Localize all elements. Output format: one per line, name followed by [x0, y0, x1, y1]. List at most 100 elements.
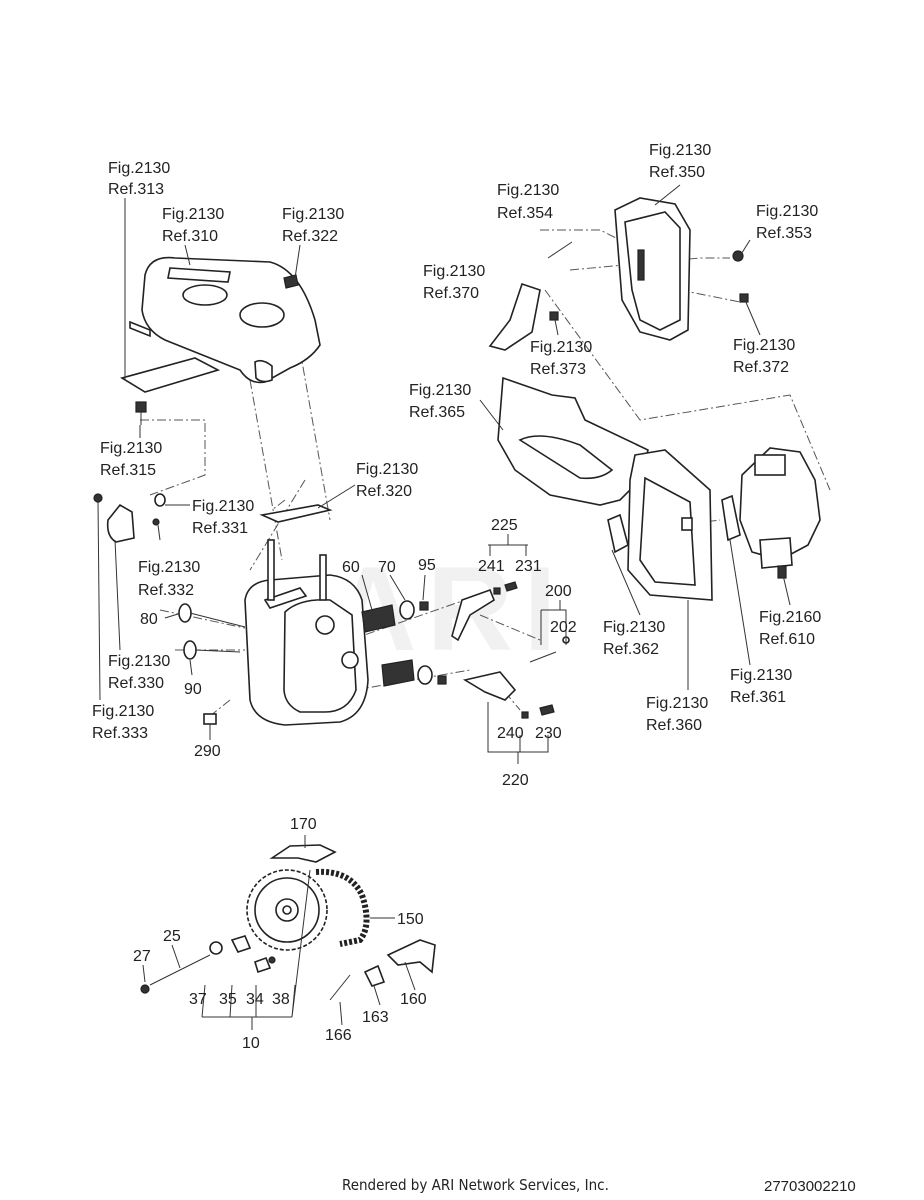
muffler-ref350: [614, 197, 691, 341]
ref-37: 37: [189, 991, 207, 1008]
ref-25: 25: [163, 928, 181, 945]
screw-ref372: [739, 293, 749, 303]
callout-ref331-ref: Ref.331: [192, 520, 248, 537]
valve-keeper-ref95: [419, 601, 447, 685]
blower-housing-ref310: [129, 256, 321, 384]
callout-ref370-fig: Fig.2130: [423, 263, 485, 280]
ref-220: 220: [502, 772, 529, 789]
callout-ref315-fig: Fig.2130: [100, 440, 162, 457]
screw-ref373: [549, 311, 559, 321]
leader-lines: [97, 184, 791, 1030]
cylinder-head: [244, 504, 369, 726]
screw-ref290: [203, 713, 217, 725]
callout-ref330-ref: Ref.330: [108, 675, 164, 692]
ref-95: 95: [418, 557, 436, 574]
valve-ref80: [178, 603, 246, 628]
ref-160: 160: [400, 991, 427, 1008]
screw-ref322: [283, 274, 299, 289]
ref-166: 166: [325, 1027, 352, 1044]
ref-170: 170: [290, 816, 317, 833]
pin-ref354: [547, 241, 573, 259]
ref-27: 27: [133, 948, 151, 965]
parts-ref37-35-34-38: [209, 935, 276, 974]
callout-ref361-fig: Fig.2130: [730, 667, 792, 684]
ref-70: 70: [378, 559, 396, 576]
callout-ref313-ref: Ref.313: [108, 181, 164, 198]
carburetor-ref610: [739, 447, 821, 579]
callout-ref360-fig: Fig.2130: [646, 695, 708, 712]
ref-90: 90: [184, 681, 202, 698]
callout-ref322-fig: Fig.2130: [282, 206, 344, 223]
callout-ref361-ref: Ref.361: [730, 689, 786, 706]
ref-34: 34: [246, 991, 264, 1008]
callout-ref373-ref: Ref.373: [530, 361, 586, 378]
callout-ref353-ref: Ref.353: [756, 225, 812, 242]
callout-ref331-fig: Fig.2130: [192, 498, 254, 515]
callout-ref333-fig: Fig.2130: [92, 703, 154, 720]
footer-document-id: 27703002210: [764, 1178, 856, 1195]
callout-ref365-fig: Fig.2130: [409, 382, 471, 399]
valve-spring-ref60: [361, 604, 415, 687]
ref-230: 230: [535, 725, 562, 742]
tensioner-ref160: [386, 939, 436, 974]
gasket-ref361: [721, 494, 741, 542]
callout-ref354-ref: Ref.354: [497, 205, 553, 222]
callout-ref310-ref: Ref.310: [162, 228, 218, 245]
ari-watermark: ARI: [330, 542, 567, 676]
callout-ref362-fig: Fig.2130: [603, 619, 665, 636]
callout-ref315-ref: Ref.315: [100, 462, 156, 479]
callout-ref332-fig: Fig.2130: [138, 559, 200, 576]
ref-150: 150: [397, 911, 424, 928]
rocker-arm-ref220: [462, 671, 555, 719]
rocker-arm-ref225: [451, 581, 518, 642]
callout-ref332-ref: Ref.332: [138, 582, 194, 599]
ref-60: 60: [342, 559, 360, 576]
callout-ref373-fig: Fig.2130: [530, 339, 592, 356]
callout-ref365-ref: Ref.365: [409, 404, 465, 421]
callout-ref372-fig: Fig.2130: [733, 337, 795, 354]
ref-163: 163: [362, 1009, 389, 1026]
nut-ref353: [732, 250, 744, 262]
callout-ref360-ref: Ref.360: [646, 717, 702, 734]
callouts: Fig.2130 Ref.313 Fig.2130 Ref.310 Fig.21…: [92, 142, 821, 1052]
ref-240: 240: [497, 725, 524, 742]
valve-ref90: [183, 640, 241, 660]
air-cleaner-base-ref360: [627, 449, 713, 601]
callout-ref310-fig: Fig.2130: [162, 206, 224, 223]
callout-ref330-fig: Fig.2130: [108, 653, 170, 670]
deflector-plate-ref313: [119, 357, 221, 393]
spring-ref163: [363, 964, 386, 987]
callout-ref370-ref: Ref.370: [423, 285, 479, 302]
ref-38: 38: [272, 991, 290, 1008]
chain-guide-ref170: [269, 844, 337, 863]
callout-ref354-fig: Fig.2130: [497, 182, 559, 199]
callout-ref610-fig: Fig.2160: [759, 609, 821, 626]
exhaust-cover-ref330: [93, 493, 166, 543]
ref-200: 200: [545, 583, 572, 600]
callout-ref372-ref: Ref.372: [733, 359, 789, 376]
ref-202: 202: [550, 619, 577, 636]
air-cleaner-cover-ref365: [497, 376, 649, 506]
gasket-ref362: [607, 513, 629, 554]
callout-ref353-fig: Fig.2130: [756, 203, 818, 220]
camshaft-ref25: [140, 954, 211, 994]
callout-ref320-fig: Fig.2130: [356, 461, 418, 478]
ref-241: 241: [478, 558, 505, 575]
screw-ref315: [135, 401, 147, 425]
ref-35: 35: [219, 991, 237, 1008]
ref-231: 231: [515, 558, 542, 575]
spring-retainer-ref70: [399, 600, 433, 685]
bracket-ref370: [488, 282, 541, 351]
ref-225: 225: [491, 517, 518, 534]
footer-credit: Rendered by ARI Network Services, Inc.: [342, 1176, 609, 1194]
callout-ref350-ref: Ref.350: [649, 164, 705, 181]
ref-80: 80: [140, 611, 158, 628]
ref-290: 290: [194, 743, 221, 760]
timing-sprocket-ref10: [246, 869, 328, 951]
callout-ref350-fig: Fig.2130: [649, 142, 711, 159]
callout-ref320-ref: Ref.320: [356, 483, 412, 500]
callout-ref322-ref: Ref.322: [282, 228, 338, 245]
callout-ref610-ref: Ref.610: [759, 631, 815, 648]
callout-ref333-ref: Ref.333: [92, 725, 148, 742]
